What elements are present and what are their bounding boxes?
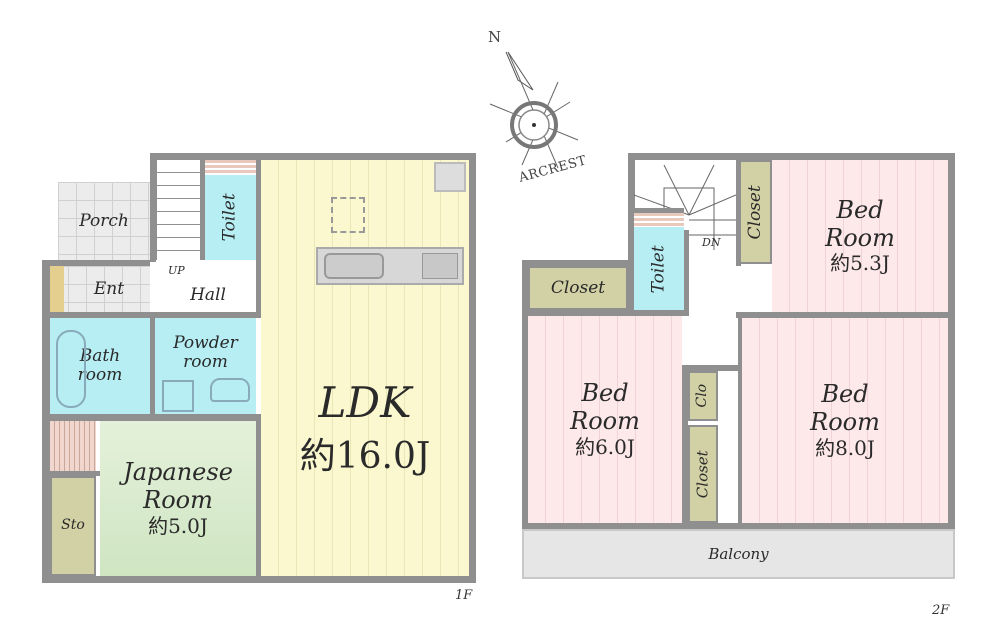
wall [42, 260, 50, 582]
wall [256, 153, 261, 313]
room-toilet-1f: Toilet [205, 175, 256, 260]
floor-label: 1F [455, 588, 473, 603]
wall [634, 208, 684, 213]
wall [150, 318, 155, 418]
room-bedroom-w: Bed Room 約6.0J [528, 316, 682, 523]
wall [150, 153, 475, 160]
compass-rose-icon [489, 51, 579, 169]
wall [948, 153, 955, 529]
fridge [434, 162, 466, 192]
wall [522, 310, 689, 316]
closet-left: Closet [528, 266, 628, 310]
closet-shelf [50, 421, 96, 471]
wall [42, 471, 100, 476]
room-porch: Porch [58, 182, 150, 260]
wall [42, 414, 261, 421]
wall [736, 160, 741, 266]
wall [628, 153, 954, 160]
stairs-up [156, 160, 200, 260]
north-label: N [488, 28, 502, 46]
wall [738, 318, 742, 523]
window [634, 213, 684, 227]
wall [682, 365, 688, 525]
wall [469, 153, 476, 582]
room-ldk: LDK 約16.0J [261, 160, 469, 576]
wall [628, 153, 634, 266]
stairs-down [634, 160, 736, 210]
balcony: Balcony [522, 529, 955, 579]
room-entrance: Ent [50, 266, 150, 312]
wall [522, 260, 528, 529]
wall [736, 312, 955, 318]
stairs-icon [634, 164, 736, 250]
room-powder: Powder room [155, 318, 256, 414]
washer-icon [162, 380, 194, 412]
floor-2-plan: DN Toilet Closet Closet Bed Room 約5.3J B… [500, 0, 1000, 631]
room-japanese: Japanese Room 約5.0J [100, 421, 256, 576]
window [205, 160, 256, 175]
closet-small: Clo [688, 371, 718, 421]
room-bedroom-ne: Bed Room 約5.3J [772, 160, 948, 312]
stairs-label: DN [702, 236, 721, 249]
wall [200, 160, 205, 260]
wall [522, 523, 955, 529]
kitchen-counter [316, 247, 464, 285]
wall [42, 312, 261, 318]
closet-top: Closet [738, 160, 772, 264]
wall [256, 414, 261, 582]
wall [150, 153, 156, 266]
wall [682, 365, 742, 371]
wall [522, 260, 634, 266]
floor-label: 2F [932, 603, 950, 618]
sink-icon [210, 378, 250, 402]
wall [42, 260, 154, 266]
sink-icon [324, 253, 384, 279]
compass: N ARCREST [478, 22, 608, 192]
room-hall: UP Hall [150, 262, 256, 312]
room-storage: Sto [50, 476, 96, 576]
range-hood [331, 197, 365, 233]
wall [684, 230, 689, 316]
room-toilet-2f: Toilet [634, 227, 684, 312]
floor-1-plan: Porch Toilet Ent UP Hall Bath room Powde… [42, 153, 476, 603]
wall [628, 266, 634, 316]
room-bedroom-se: Bed Room 約8.0J [742, 318, 948, 523]
closet-middle: Closet [688, 425, 718, 523]
shoe-cabinet [50, 266, 64, 312]
stove-icon [422, 253, 458, 279]
bathtub-icon [56, 330, 86, 408]
